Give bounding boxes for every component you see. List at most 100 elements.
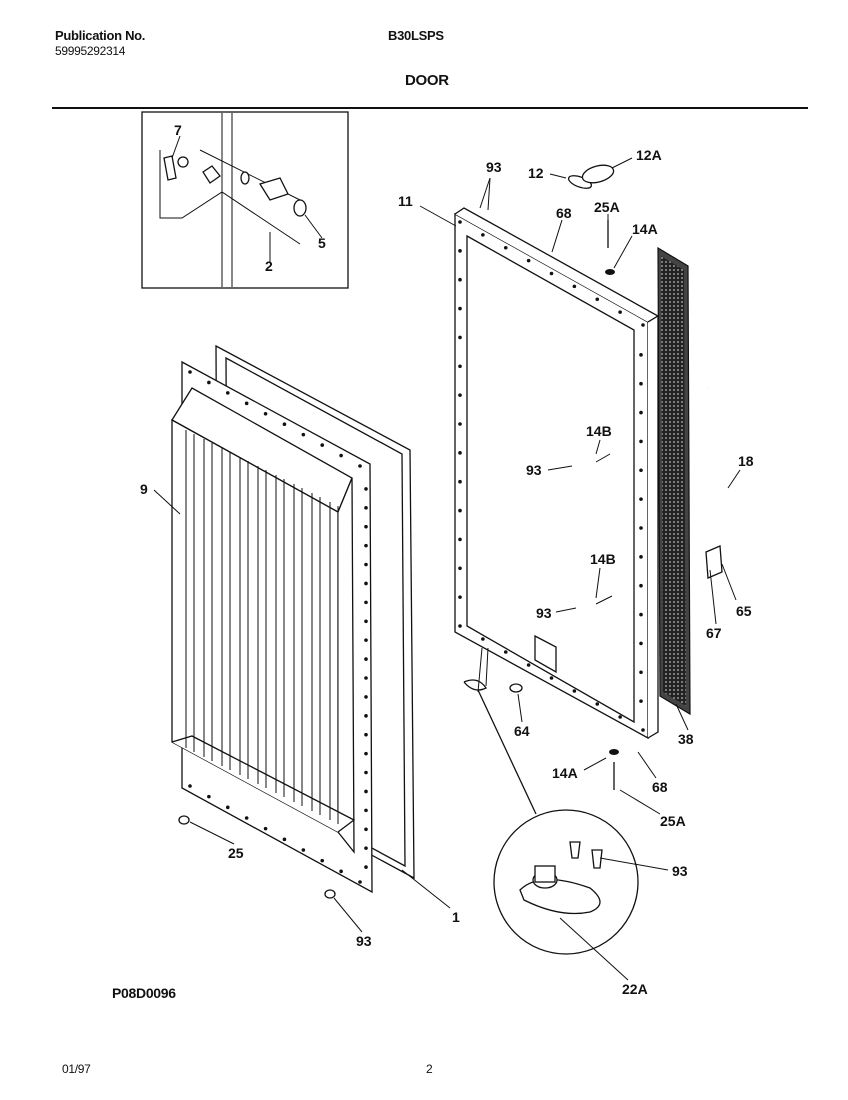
screw-hole (549, 676, 554, 680)
screw-hole (364, 865, 368, 869)
screw-hole (364, 827, 368, 832)
screw-hole (458, 479, 462, 484)
screw-hole (364, 714, 368, 718)
screw-hole (263, 411, 268, 416)
callout-18: 18 (738, 453, 754, 469)
callout-65: 65 (736, 603, 752, 619)
callout-93-detail: 93 (672, 863, 688, 879)
screw-hole (364, 506, 368, 510)
screw-hole (572, 689, 577, 693)
screw-hole (458, 508, 462, 513)
hinge-pin (163, 155, 177, 181)
screw-hole (364, 600, 368, 605)
screw-hole (639, 497, 643, 501)
screw-hole (364, 638, 368, 642)
handle-trim-panel (657, 246, 691, 716)
callout-12: 12 (528, 165, 544, 181)
liner-rib (311, 493, 321, 815)
screw-hole (458, 277, 462, 282)
screw-hole (639, 526, 643, 530)
screw-hole (639, 555, 643, 559)
callout-7: 7 (174, 122, 182, 138)
callout-22a: 22A (622, 981, 648, 997)
liner-rib (185, 430, 195, 752)
screw-hole (458, 422, 462, 426)
screw-hole (639, 439, 643, 444)
liner-rib (239, 457, 249, 779)
callout-12a: 12A (636, 147, 662, 163)
screw-hole (364, 524, 368, 529)
callout-93-top: 93 (486, 159, 502, 175)
screw-hole (364, 543, 368, 548)
screw-hole (225, 805, 230, 810)
screw-hole (641, 323, 645, 327)
screw-hole (618, 310, 622, 314)
screw-hole (639, 612, 643, 617)
screw-hole (458, 364, 462, 369)
screw-hole (339, 869, 343, 874)
screw-hole (458, 537, 462, 542)
screw-hole (225, 391, 230, 395)
footer-date: 01/97 (62, 1062, 91, 1076)
screw-hole (364, 846, 368, 850)
screw-hole (549, 271, 554, 276)
screw-hole (364, 808, 368, 813)
plug-12 (567, 175, 593, 189)
callout-38: 38 (678, 731, 694, 747)
handle-bracket (705, 545, 723, 579)
screw-hole (458, 566, 462, 571)
screw-hole (458, 249, 462, 253)
callout-68-top: 68 (556, 205, 572, 221)
screw-hole (282, 837, 287, 842)
screw-hole (364, 751, 368, 756)
screw-hole (572, 284, 577, 289)
screw-hole (458, 393, 462, 397)
hinge-bushing (258, 177, 289, 201)
screw-hole (364, 732, 368, 737)
screw-hole (595, 297, 600, 302)
liner-rib (221, 448, 231, 770)
callout-14a-top: 14A (632, 221, 658, 237)
publication-label: Publication No. (55, 28, 146, 43)
screw-hole (639, 410, 643, 415)
screw-hole (339, 453, 343, 458)
callout-9: 9 (140, 481, 148, 497)
screw-hole (320, 443, 325, 447)
screw-hole (639, 468, 643, 473)
screw-hole (301, 432, 306, 437)
screw-hole (458, 595, 462, 599)
callout-64: 64 (514, 723, 530, 739)
screw-hole (595, 702, 600, 706)
screw-hole (526, 258, 531, 263)
screw-hole (526, 663, 531, 667)
screw-hole (358, 464, 362, 468)
screw-hole (320, 858, 325, 863)
screw-hole (244, 401, 249, 406)
callout-68-bottom: 68 (652, 779, 668, 795)
liner-rib (203, 439, 213, 761)
callout-2: 2 (265, 258, 273, 274)
inset-box (141, 111, 349, 289)
section-title: DOOR (405, 72, 449, 89)
callout-11: 11 (398, 193, 413, 209)
screw-hole (639, 353, 643, 357)
screw-hole (641, 728, 645, 732)
door-outer-panel (454, 207, 660, 740)
screw-hole (364, 619, 368, 624)
screw-hole (364, 581, 368, 586)
liner-rib (293, 484, 303, 806)
screw-hole (301, 848, 306, 852)
screw-hole (207, 380, 211, 385)
screw-hole (244, 816, 249, 820)
callout-14b-2: 14B (590, 551, 616, 567)
publication-number: 59995292314 (55, 44, 126, 58)
screw-hole (188, 784, 192, 788)
screw-hole (364, 487, 368, 491)
screw-hole (364, 562, 368, 567)
drawing-code: P08D0096 (112, 985, 176, 1001)
screw-hole (639, 641, 643, 646)
callout-1: 1 (452, 909, 460, 925)
callout-5: 5 (318, 235, 326, 251)
liner-rib (329, 502, 339, 824)
